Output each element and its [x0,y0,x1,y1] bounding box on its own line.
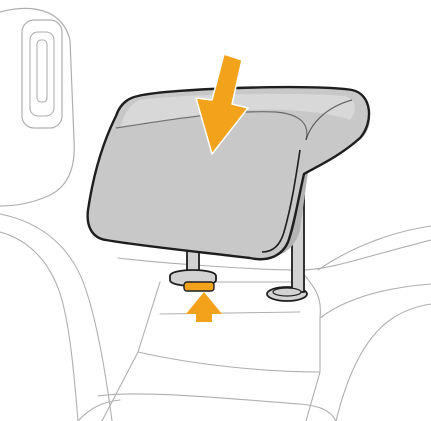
left-seat-contour-inner [0,232,78,421]
lower-cushion-edge-2 [78,400,120,421]
door-handle [22,20,62,128]
side-panel-outline [0,8,74,206]
door-handle-inner [30,32,54,116]
right-post-base [273,288,301,296]
left-seat-contour [0,214,112,421]
release-button[interactable] [184,282,214,291]
arrow-up-icon [186,292,222,322]
right-seat-contour-2 [318,226,431,270]
right-seat-contour-3 [336,304,431,421]
lower-cushion-edge [98,394,336,421]
seat-back-panel-bottom [138,352,320,372]
door-handle-recess [37,40,47,102]
seat-back-panel-left [102,282,160,421]
right-seat-contour-1 [320,284,431,318]
